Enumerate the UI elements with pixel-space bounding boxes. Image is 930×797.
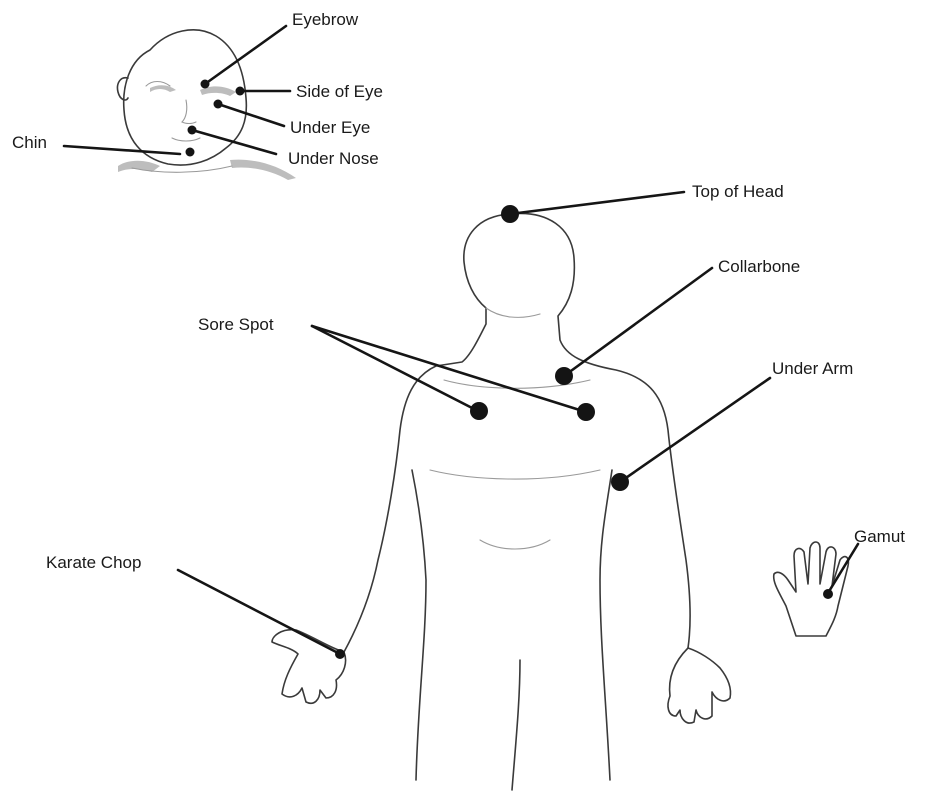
under-nose-leader bbox=[192, 130, 276, 154]
sore-spot-label: Sore Spot bbox=[198, 315, 274, 334]
karate-chop-label: Karate Chop bbox=[46, 553, 141, 572]
karate-chop-leader bbox=[178, 570, 340, 654]
body-illustration bbox=[272, 213, 731, 790]
sore-spot-leader-left bbox=[312, 326, 478, 411]
sore-spot-point-right bbox=[577, 403, 595, 421]
side-of-eye-point bbox=[236, 87, 245, 96]
chin-leader bbox=[64, 146, 180, 154]
under-eye-point bbox=[214, 100, 223, 109]
under-arm-label: Under Arm bbox=[772, 359, 853, 378]
face-illustration bbox=[117, 30, 296, 180]
collarbone-point bbox=[555, 367, 573, 385]
tapping-points bbox=[186, 80, 834, 660]
top-of-head-leader bbox=[510, 192, 684, 214]
top-of-head-point bbox=[501, 205, 519, 223]
eyebrow-label: Eyebrow bbox=[292, 10, 359, 29]
gamut-point bbox=[823, 589, 833, 599]
sore-spot-point-left bbox=[470, 402, 488, 420]
collarbone-leader bbox=[564, 268, 712, 376]
karate-chop-point bbox=[335, 649, 345, 659]
sore-spot-leader-right bbox=[312, 326, 586, 412]
eyebrow-point bbox=[201, 80, 210, 89]
hand-illustration bbox=[774, 542, 849, 636]
gamut-label: Gamut bbox=[854, 527, 905, 546]
under-arm-point bbox=[611, 473, 629, 491]
under-eye-label: Under Eye bbox=[290, 118, 370, 137]
under-nose-point bbox=[188, 126, 197, 135]
side-of-eye-label: Side of Eye bbox=[296, 82, 383, 101]
eyebrow-leader bbox=[205, 26, 286, 84]
under-eye-leader bbox=[218, 104, 284, 126]
chin-label: Chin bbox=[12, 133, 47, 152]
labels: Eyebrow Side of Eye Under Eye Under Nose… bbox=[12, 10, 905, 572]
under-nose-label: Under Nose bbox=[288, 149, 379, 168]
chin-point bbox=[186, 148, 195, 157]
collarbone-label: Collarbone bbox=[718, 257, 800, 276]
top-of-head-label: Top of Head bbox=[692, 182, 784, 201]
under-arm-leader bbox=[620, 378, 770, 482]
